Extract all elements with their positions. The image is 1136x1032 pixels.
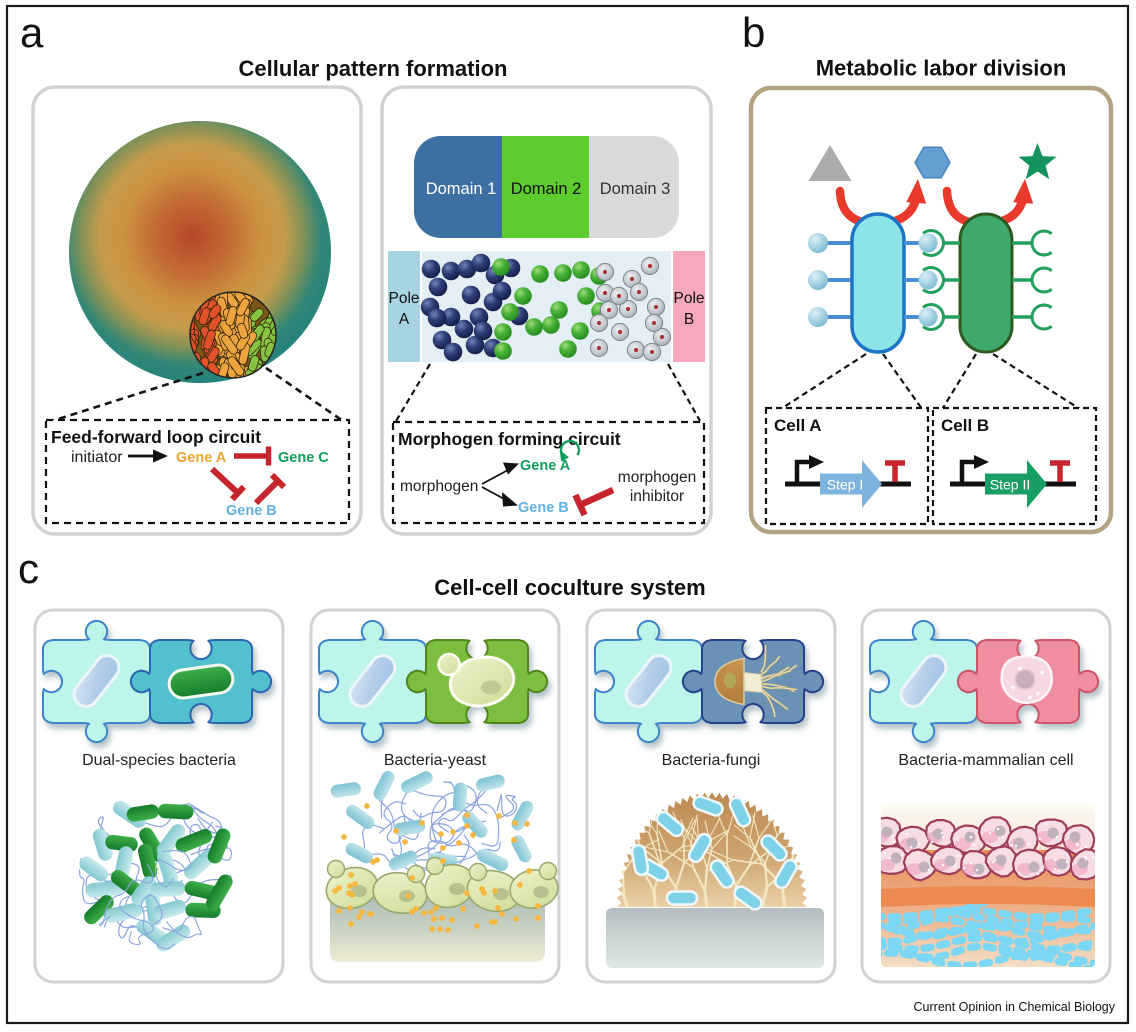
svg-text:Pole: Pole	[388, 290, 419, 307]
svg-text:Bacteria-mammalian cell: Bacteria-mammalian cell	[898, 752, 1073, 769]
svg-text:Gene C: Gene C	[278, 450, 329, 466]
svg-text:Gene B: Gene B	[518, 500, 569, 516]
svg-text:Pole: Pole	[673, 290, 704, 307]
svg-text:Current Opinion in Chemical Bi: Current Opinion in Chemical Biology	[914, 1000, 1116, 1014]
svg-text:Cell B: Cell B	[941, 416, 989, 435]
svg-text:Feed-forward loop circuit: Feed-forward loop circuit	[51, 427, 261, 447]
svg-text:Domain 3: Domain 3	[600, 180, 671, 198]
svg-text:Dual-species bacteria: Dual-species bacteria	[82, 752, 236, 769]
svg-text:Cellular pattern formation: Cellular pattern formation	[239, 56, 508, 81]
svg-text:Step II: Step II	[990, 477, 1030, 493]
svg-text:Gene A: Gene A	[520, 458, 571, 474]
svg-text:morphogen: morphogen	[400, 478, 478, 495]
svg-text:Bacteria-yeast: Bacteria-yeast	[384, 752, 487, 769]
svg-text:Bacteria-fungi: Bacteria-fungi	[662, 752, 761, 769]
svg-text:Metabolic labor division: Metabolic labor division	[816, 56, 1067, 81]
svg-text:inhibitor: inhibitor	[630, 488, 684, 505]
svg-text:b: b	[742, 9, 765, 56]
svg-text:Morphogen forming circuit: Morphogen forming circuit	[398, 429, 621, 449]
svg-text:Cell A: Cell A	[774, 416, 822, 435]
svg-text:Domain 2: Domain 2	[511, 180, 582, 198]
svg-text:Cell-cell coculture system: Cell-cell coculture system	[434, 575, 705, 600]
svg-text:Step I: Step I	[827, 477, 864, 493]
svg-text:Gene A: Gene A	[176, 450, 227, 466]
svg-text:Domain 1: Domain 1	[426, 180, 497, 198]
svg-text:morphogen: morphogen	[618, 469, 696, 486]
svg-text:c: c	[18, 545, 39, 592]
svg-text:a: a	[20, 9, 44, 56]
svg-text:Gene B: Gene B	[226, 503, 277, 519]
svg-text:initiator: initiator	[71, 449, 123, 466]
svg-text:B: B	[684, 311, 694, 328]
svg-text:A: A	[399, 311, 410, 328]
